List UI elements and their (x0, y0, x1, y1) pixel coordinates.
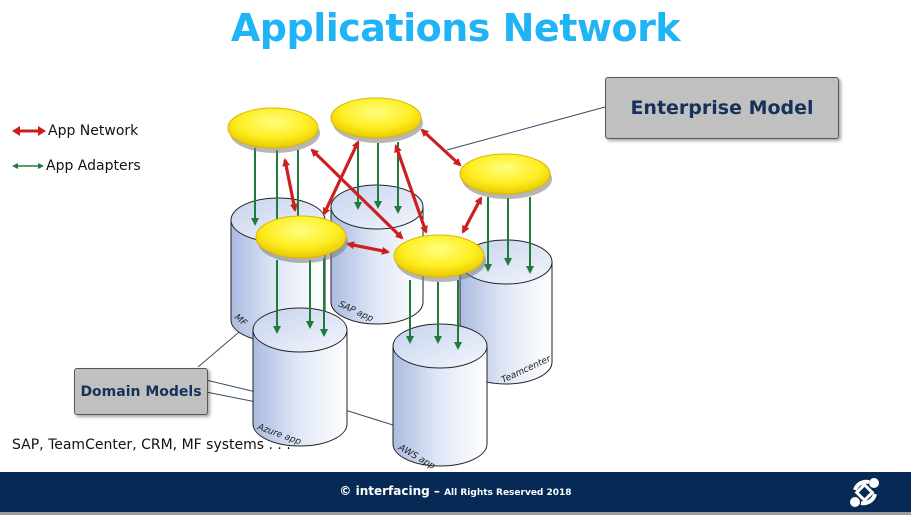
systems-caption: SAP, TeamCenter, CRM, MF systems . . . (12, 437, 291, 453)
enterprise-model-label: Enterprise Model (630, 97, 814, 119)
network-arrow (420, 128, 462, 167)
domain-connector (344, 409, 394, 426)
footer-bar: © interfacing – All Rights Reserved 2018 (0, 472, 911, 515)
app-node (330, 97, 423, 143)
red-double-arrow-icon (12, 126, 46, 136)
domain-connector (205, 379, 257, 393)
app-node (255, 215, 348, 263)
interfacing-logo-icon (850, 478, 879, 507)
app-node (227, 107, 320, 153)
enterprise-model-box: Enterprise Model (605, 77, 839, 139)
legend-label: App Adapters (46, 158, 141, 174)
footer-dash: – (429, 484, 445, 498)
domain-models-label: Domain Models (80, 383, 202, 400)
network-arrow (394, 144, 428, 234)
domain-models-box: Domain Models (74, 368, 208, 415)
app-node (393, 234, 486, 282)
legend-app-network: App Network (12, 123, 138, 139)
legend-label: App Network (48, 123, 139, 139)
network-arrow (461, 196, 483, 234)
network-arrows (282, 128, 483, 255)
enterprise-connector (446, 106, 606, 151)
app-node (459, 153, 552, 199)
network-diagram: SAP app MF Teamcenter Azure app AWS app (197, 97, 606, 472)
copyright-text: © interfacing (339, 484, 430, 498)
footer-text: © interfacing – All Rights Reserved 2018 (0, 484, 911, 498)
cylinder-aws: AWS app (392, 323, 488, 472)
network-arrow (282, 158, 298, 212)
domain-connector (197, 326, 246, 368)
rights-text: All Rights Reserved 2018 (444, 488, 572, 498)
network-arrow (322, 140, 360, 216)
green-double-arrow-icon (12, 163, 44, 169)
network-arrow (346, 241, 390, 255)
legend-app-adapters: App Adapters (12, 158, 141, 174)
cylinder-azure: Azure app (252, 307, 348, 448)
page-title: Applications Network (230, 6, 681, 50)
domain-connector (205, 391, 257, 403)
